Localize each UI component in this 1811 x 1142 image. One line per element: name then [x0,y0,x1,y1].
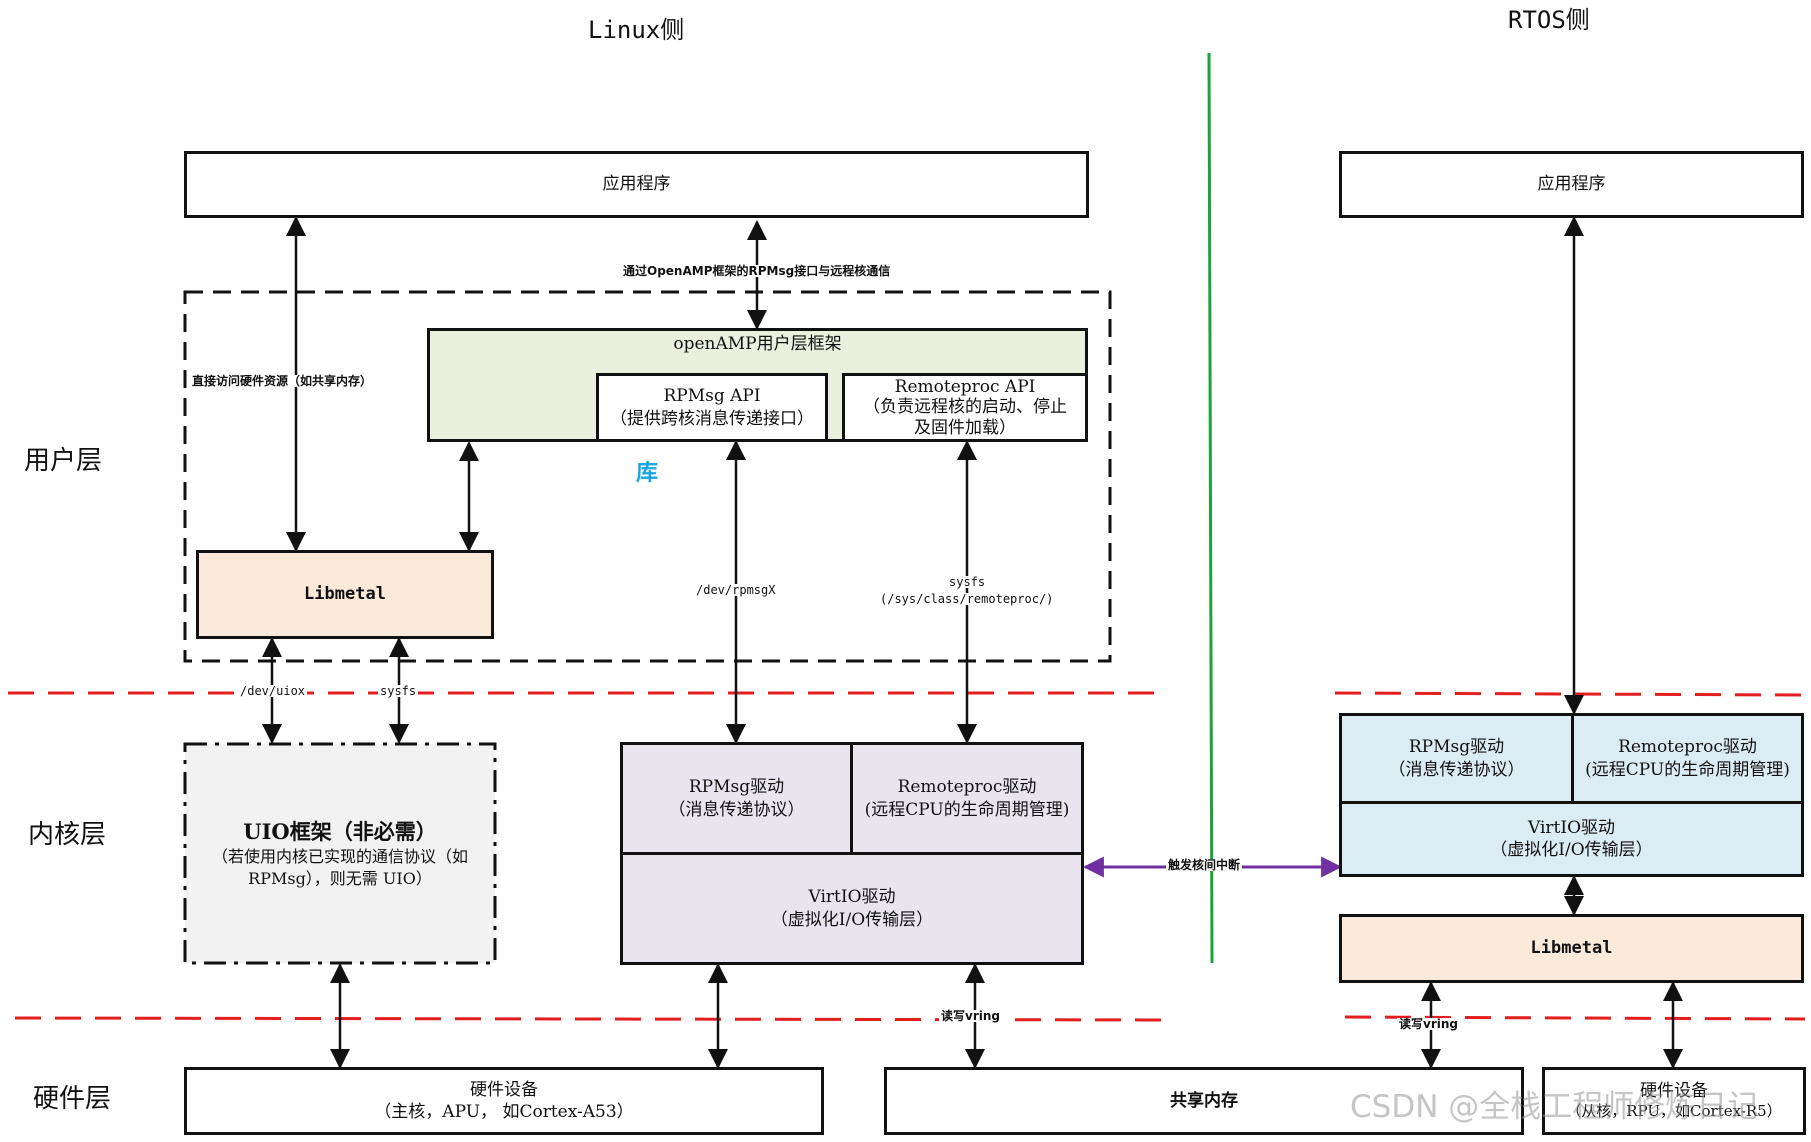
linux-side-header: Linux侧 [588,16,685,44]
remoteproc-api-line3: 及固件加载） [914,417,1016,438]
rtos-app-box: 应用程序 [1339,151,1804,218]
linux-libmetal-label: Libmetal [304,584,386,605]
sysfs-remoteproc-label-1: sysfs [947,575,988,589]
interrupt-label: 触发核间中断 [1166,858,1243,872]
rtos-hardware-line1: 硬件设备 [1640,1081,1708,1102]
hardware-layer-label: 硬件层 [33,1084,112,1114]
linux-app-label: 应用程序 [602,174,671,195]
rtos-remoteproc-driver-line1: Remoteproc驱动 [1618,737,1757,758]
linux-rpmsg-driver-line1: RPMsg驱动 [688,777,785,798]
rtos-rpmsg-driver-box: RPMsg驱动 （消息传递协议） [1339,713,1574,804]
remoteproc-api-box: Remoteproc API （负责远程核的启动、停止 及固件加载） [842,373,1088,442]
lib-label: 库 [636,461,659,486]
direct-hw-label: 直接访问硬件资源（如共享内存） [190,374,375,388]
rw-vring-linux-label: 读写vring [939,1009,1002,1023]
rtos-remoteproc-driver-line2: (远程CPU的生命周期管理) [1585,759,1790,780]
shared-memory-label: 共享内存 [1170,1090,1238,1111]
remoteproc-api-line2: （负责远程核的启动、停止 [863,397,1067,418]
sysfs-remoteproc-label-2: (/sys/class/remoteproc/) [878,592,1056,606]
linux-hardware-box: 硬件设备 （主核，APU， 如Cortex-A53） [184,1067,824,1135]
rtos-app-label: 应用程序 [1537,174,1606,195]
rpmsg-api-line2: （提供跨核消息传递接口） [610,408,814,429]
rtos-side-header: RTOS侧 [1508,6,1590,34]
linux-remoteproc-driver-line1: Remoteproc驱动 [897,777,1037,798]
linux-virtio-driver-box: VirtIO驱动 （虚拟化I/O传输层） [620,852,1084,965]
rpmsg-api-line1: RPMsg API [663,386,761,407]
rtos-hardware-box: 硬件设备 （从核，RPU，如Cortex-R5） [1542,1067,1806,1135]
rpmsg-api-box: RPMsg API （提供跨核消息传递接口） [596,373,828,442]
linux-virtio-line1: VirtIO驱动 [808,887,896,908]
rtos-libmetal-box: Libmetal [1339,914,1804,983]
kernel-hw-separator-rtos [1344,1015,1806,1021]
kernel-layer-label: 内核层 [28,820,107,850]
linux-rpmsg-driver-box: RPMsg驱动 （消息传递协议） [620,742,853,855]
sysfs-label: sysfs [378,684,419,698]
dev-uio-label: /dev/uiox [238,684,308,698]
shared-memory-box: 共享内存 [884,1067,1524,1135]
linux-rtos-divider [1207,52,1214,964]
openamp-comm-label: 通过OpenAMP框架的RPMsg接口与远程核通信 [621,264,893,278]
library-dashed-frame [183,290,1112,663]
uio-line3: RPMsg），则无需 UIO） [248,868,432,888]
watermark: CSDN @全栈工程师修炼日记 [1350,1089,1759,1125]
uio-frame-border [183,742,497,965]
uio-framework-box: UIO框架（非必需） （若使用内核已实现的通信协议（如 RPMsg），则无需 U… [186,745,494,962]
linux-hardware-line1: 硬件设备 [470,1079,538,1100]
uio-title: UIO框架（非必需） [243,818,437,844]
rtos-libmetal-label: Libmetal [1530,938,1613,959]
linux-libmetal-box: Libmetal [196,550,494,639]
dev-rpmsg-label: /dev/rpmsgX [694,583,778,597]
rtos-rpmsg-driver-line2: （消息传递协议） [1388,759,1525,780]
rtos-virtio-driver-box: VirtIO驱动 （虚拟化I/O传输层） [1339,801,1804,877]
linux-rpmsg-driver-line2: （消息传递协议） [668,799,805,820]
linux-hardware-line2: （主核，APU， 如Cortex-A53） [374,1102,634,1122]
rtos-remoteproc-driver-box: Remoteproc驱动 (远程CPU的生命周期管理) [1571,713,1804,804]
uio-line2: （若使用内核已实现的通信协议（如 [211,847,468,867]
remoteproc-api-line1: Remoteproc API [894,376,1036,397]
linux-remoteproc-driver-box: Remoteproc驱动 (远程CPU的生命周期管理) [850,742,1084,855]
user-layer-label: 用户层 [24,446,103,476]
openamp-title: openAMP用户层框架 [673,334,842,354]
linux-virtio-line2: （虚拟化I/O传输层） [770,909,934,930]
rw-vring-rtos-label: 读写vring [1397,1017,1460,1031]
linux-remoteproc-driver-line2: (远程CPU的生命周期管理) [864,799,1070,820]
rtos-virtio-line1: VirtIO驱动 [1527,817,1616,838]
rtos-virtio-line2: （虚拟化I/O传输层） [1490,840,1653,860]
rtos-rpmsg-driver-line1: RPMsg驱动 [1408,737,1505,758]
rtos-hardware-line2: （从核，RPU，如Cortex-R5） [1566,1102,1782,1121]
linux-app-box: 应用程序 [184,151,1089,218]
user-kernel-separator-rtos [1334,691,1806,697]
